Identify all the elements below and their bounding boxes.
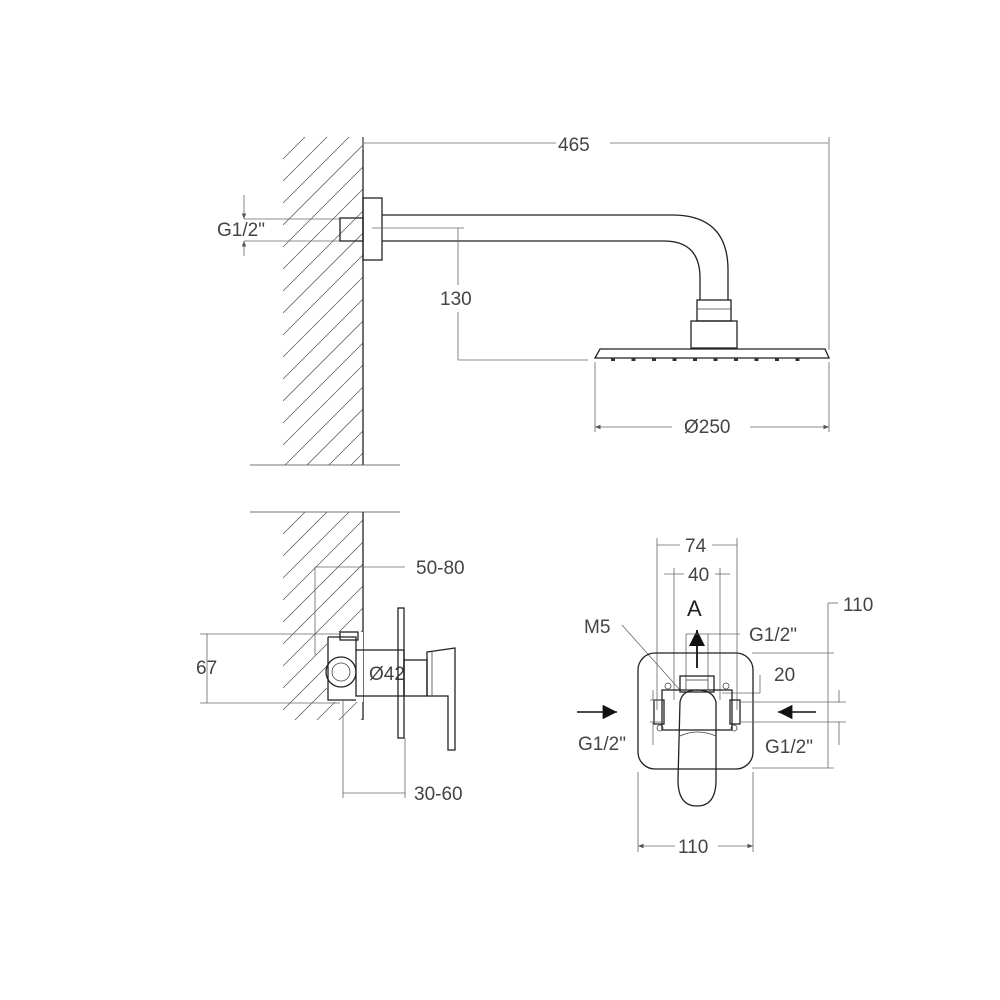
dim-67: 67	[196, 633, 340, 704]
dim-20-label: 20	[774, 665, 795, 686]
nozzle	[611, 358, 615, 361]
dim-130: 130	[372, 227, 588, 361]
valve-body-front	[661, 689, 733, 731]
nozzle	[652, 358, 656, 361]
dim-250-label: Ø250	[684, 417, 730, 438]
hatch-line	[283, 137, 284, 138]
wall-flange	[362, 197, 383, 261]
hatch-line	[283, 585, 363, 667]
hatch-line	[283, 137, 350, 204]
handle-side	[426, 647, 456, 751]
hatch-line	[283, 512, 350, 579]
hatch-line	[283, 276, 363, 358]
hatch-line	[283, 541, 363, 623]
dim-74: 74	[656, 536, 738, 710]
inlet-left-label: G1/2"	[578, 734, 626, 755]
arm-thread-nipple	[339, 217, 364, 242]
dim-465: 465	[362, 135, 830, 350]
nozzle	[713, 358, 718, 361]
dim-250: Ø250	[594, 362, 830, 438]
hatch-line	[283, 512, 306, 535]
hatch-line	[284, 386, 363, 465]
dim-30-60-label: 30-60	[414, 784, 463, 805]
nozzle	[631, 358, 636, 361]
dim-42-label: Ø42	[369, 664, 405, 685]
cover-plate-front	[637, 652, 754, 770]
dim-110-horizontal-label: 110	[678, 837, 708, 858]
nozzle	[672, 358, 677, 361]
outlet-boss	[679, 675, 715, 693]
arm-nut	[696, 299, 732, 322]
dim-74-label: 74	[685, 536, 707, 557]
nozzle	[734, 358, 738, 361]
wall-top	[250, 137, 400, 555]
dim-130-label: 130	[440, 289, 472, 310]
hatch-line	[283, 166, 363, 248]
nozzle	[693, 358, 697, 361]
hatch-line	[283, 188, 363, 270]
hatch-line	[283, 254, 363, 336]
dim-110-vertical: 110	[752, 595, 873, 769]
valve-front	[637, 652, 754, 807]
dim-outlet-thread: G1/2"	[685, 625, 797, 680]
hatch-line	[328, 430, 363, 465]
outlet-arrow: A	[687, 596, 706, 668]
hatch-line	[360, 717, 363, 720]
arm-upper-edge	[382, 214, 729, 300]
dim-110-horizontal: 110	[637, 772, 754, 858]
valve-housing	[327, 636, 357, 701]
outlet-a-label: A	[687, 596, 702, 621]
dim-thread-top: G1/2"	[217, 195, 340, 256]
valve-side: Ø42	[325, 607, 456, 751]
dim-50-80-label: 50-80	[416, 558, 465, 579]
m5-label: M5	[584, 617, 610, 638]
head-plate	[593, 348, 831, 359]
m5-callout: M5	[584, 617, 681, 691]
nozzle	[775, 358, 779, 361]
head-connector	[690, 320, 738, 349]
hatch-line	[283, 364, 363, 446]
right-inlet-boss	[729, 699, 741, 725]
dim-inlet-right: G1/2"	[740, 690, 846, 758]
hatch-line	[283, 475, 363, 555]
dim-110-vertical-label: 110	[843, 595, 873, 616]
dim-40-label: 40	[688, 565, 709, 586]
arm-lower-edge	[382, 240, 701, 300]
outlet-thread-label: G1/2"	[749, 625, 797, 646]
dim-67-label: 67	[196, 658, 217, 679]
hatch-line	[283, 144, 363, 226]
hatch-line	[283, 232, 363, 314]
hatch-line	[283, 607, 363, 689]
thread-top-label: G1/2"	[217, 220, 265, 241]
wall-hatching-bottom	[283, 512, 363, 720]
hatch-line	[283, 512, 284, 513]
inlet-right-label: G1/2"	[765, 737, 813, 758]
handle-front	[677, 689, 717, 807]
hatch-line	[338, 695, 363, 720]
shower-head	[593, 348, 831, 361]
hatch-line	[283, 137, 328, 182]
dim-50-80: 50-80	[314, 558, 465, 655]
hatch-line	[306, 408, 363, 465]
nozzle	[754, 358, 759, 361]
hatch-line	[283, 512, 328, 557]
hatch-line	[283, 320, 363, 402]
wall-hatching-top	[283, 137, 363, 555]
wall-bottom	[250, 511, 400, 720]
dim-20: 20	[722, 665, 795, 694]
dim-465-label: 465	[558, 135, 590, 156]
dim-30-60: 30-60	[342, 700, 463, 805]
hatch-line	[283, 210, 363, 292]
hatch-line	[283, 342, 363, 424]
hatch-line	[283, 137, 306, 160]
head-nozzles	[611, 358, 800, 361]
nozzle	[795, 358, 800, 361]
hatch-line	[283, 563, 363, 645]
shower-arm	[339, 197, 738, 349]
hatch-line	[283, 519, 363, 601]
dim-inlet-left: G1/2"	[578, 690, 662, 755]
hatch-line	[283, 298, 363, 380]
